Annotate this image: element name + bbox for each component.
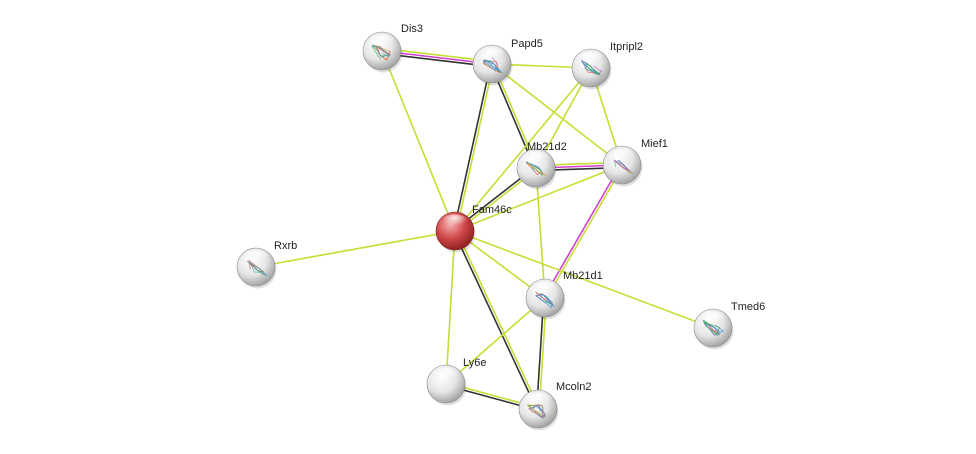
node-highlight — [368, 34, 396, 51]
edge-line-textmining — [535, 167, 546, 299]
node-label-mcoln2: Mcoln2 — [556, 381, 591, 393]
node-label-mb21d1: Mb21d1 — [563, 270, 603, 282]
node-label-fam46c: Fam46c — [472, 204, 512, 216]
edge-line-textmining — [454, 230, 714, 329]
edge-line-textmining — [445, 230, 456, 385]
node-itpripl2[interactable]: Itpripl2 — [571, 41, 643, 90]
node-label-mb21d2: Mb21d2 — [527, 141, 567, 153]
node-label-mief1: Mief1 — [641, 138, 668, 150]
node-label-tmed6: Tmed6 — [731, 301, 765, 313]
edge-line-textmining — [491, 63, 623, 166]
node-highlight — [531, 281, 559, 298]
edge-line-textmining — [545, 165, 624, 300]
edge-mief1-mb21d1[interactable] — [543, 163, 624, 300]
node-highlight — [432, 367, 460, 384]
edge-line-coexpression — [453, 231, 538, 410]
node-mb21d2[interactable]: Mb21d2 — [516, 141, 567, 190]
edge-mb21d1-ly6e[interactable] — [445, 297, 546, 385]
edge-line-textmining — [454, 67, 592, 232]
edge-line-textmining — [455, 230, 540, 409]
edge-line-coexpression — [452, 63, 492, 231]
node-highlight — [608, 148, 636, 165]
edge-line-experiments — [543, 163, 622, 298]
node-mcoln2[interactable]: Mcoln2 — [518, 381, 591, 431]
node-highlight — [522, 151, 550, 168]
edge-papd5-fam46c[interactable] — [452, 63, 495, 232]
node-tmed6[interactable]: Tmed6 — [693, 301, 765, 350]
edge-mief1-fam46c[interactable] — [454, 164, 623, 232]
edge-dis3-fam46c[interactable] — [381, 50, 456, 232]
edge-itpripl2-fam46c[interactable] — [454, 67, 592, 232]
edge-mb21d2-mb21d1[interactable] — [535, 167, 546, 299]
node-label-rxrb: Rxrb — [274, 240, 297, 252]
edge-line-textmining — [455, 64, 495, 232]
node-papd5[interactable]: Papd5 — [472, 38, 543, 86]
node-fam46c[interactable]: Fam46c — [435, 204, 512, 253]
node-dis3[interactable]: Dis3 — [362, 23, 423, 73]
edge-line-textmining — [454, 164, 623, 232]
node-label-dis3: Dis3 — [401, 23, 423, 35]
node-highlight — [577, 51, 605, 68]
node-label-itpripl2: Itpripl2 — [610, 41, 643, 53]
edge-papd5-mief1[interactable] — [491, 63, 623, 166]
node-mb21d1[interactable]: Mb21d1 — [525, 270, 603, 320]
edge-fam46c-rxrb[interactable] — [255, 230, 456, 268]
node-rxrb[interactable]: Rxrb — [236, 240, 297, 289]
node-label-papd5: Papd5 — [511, 38, 543, 50]
edge-fam46c-tmed6[interactable] — [454, 230, 714, 329]
node-highlight — [699, 311, 727, 328]
edge-fam46c-ly6e[interactable] — [445, 230, 456, 385]
node-ly6e[interactable]: Ly6e — [426, 357, 486, 406]
edge-line-textmining — [255, 230, 456, 268]
edge-fam46c-mcoln2[interactable] — [453, 230, 540, 410]
edges-layer — [255, 47, 714, 412]
node-highlight — [524, 392, 552, 409]
node-highlight — [478, 47, 506, 64]
edge-line-textmining — [445, 297, 546, 385]
node-highlight — [441, 214, 469, 231]
node-label-ly6e: Ly6e — [463, 357, 486, 369]
edge-line-textmining — [381, 50, 456, 232]
node-highlight — [242, 250, 270, 267]
node-mief1[interactable]: Mief1 — [602, 138, 668, 187]
